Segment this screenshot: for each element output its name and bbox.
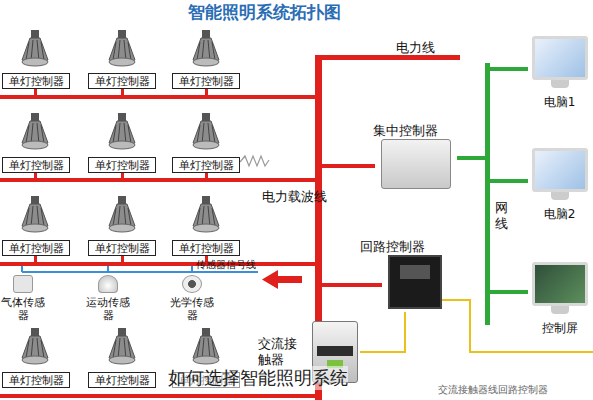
node-label: 单灯控制器 <box>89 373 155 387</box>
monitor-stand <box>551 192 569 200</box>
annotation-label: 电力载波线 <box>262 188 327 206</box>
monitor-stand <box>551 80 569 88</box>
diagram-caption: 如何选择智能照明系统 <box>168 366 348 390</box>
monitor-stand <box>551 306 569 314</box>
lamp-controller-box: 单灯控制器 <box>2 372 70 388</box>
sensor-icon <box>182 275 202 293</box>
node-label: 单灯控制器 <box>89 158 155 172</box>
diagram-title: 智能照明系统拓扑图 <box>188 1 341 24</box>
lamp-controller-box: 单灯控制器 <box>172 157 240 173</box>
node-label: 交流接触器 <box>258 336 302 368</box>
computer-node: 电脑2 <box>528 148 591 230</box>
connector-line <box>457 69 528 158</box>
node-label: 运动传感器 <box>84 296 132 322</box>
node-label: 集中控制器 <box>373 122 457 139</box>
node-label: 电脑1 <box>528 94 591 111</box>
annotation-label: 交流接触器线回路控制器 <box>438 383 548 397</box>
lamp-controller-box: 单灯控制器 <box>172 73 240 89</box>
node-label: 控制屏 <box>528 320 591 337</box>
node-label: 单灯控制器 <box>3 158 69 172</box>
controller-device: 集中控制器 <box>373 122 457 194</box>
node-label: 单灯控制器 <box>173 74 239 88</box>
contactor-stripe <box>317 346 353 356</box>
node-label: 单灯控制器 <box>173 241 239 255</box>
sensor-node: 运动传感器 <box>84 275 132 323</box>
lamp-controller-box: 单灯控制器 <box>2 157 70 173</box>
monitor-body <box>532 36 588 80</box>
computer-node: 电脑1 <box>528 36 591 118</box>
controller-device: 回路控制器 <box>360 238 448 312</box>
control-screen-node: 控制屏 <box>528 262 591 338</box>
lamp-controller-box: 单灯控制器 <box>2 240 70 256</box>
sensor-icon <box>13 275 33 293</box>
device-display <box>400 265 430 279</box>
node-label: 单灯控制器 <box>89 241 155 255</box>
connector-line <box>457 158 528 181</box>
lamp-controller-box: 单灯控制器 <box>88 73 156 89</box>
annotation-label: 网线 <box>495 200 509 232</box>
node-label: 单灯控制器 <box>173 158 239 172</box>
lamp-controller-box: 单灯控制器 <box>172 240 240 256</box>
node-label: 单灯控制器 <box>3 74 69 88</box>
node-label: 单灯控制器 <box>3 373 69 387</box>
monitor-body <box>532 262 588 306</box>
node-label: 光学传感器 <box>168 296 216 322</box>
lamp-controller-box: 单灯控制器 <box>2 73 70 89</box>
device-body <box>388 255 442 309</box>
node-label: 单灯控制器 <box>3 241 69 255</box>
node-label: 回路控制器 <box>360 238 448 255</box>
connector-line <box>457 158 528 292</box>
node-label: 电脑2 <box>528 206 591 223</box>
sensor-node: 光学传感器 <box>168 275 216 323</box>
annotation-label: 电力线 <box>396 39 435 57</box>
lamp-controller-box: 单灯控制器 <box>88 157 156 173</box>
sensor-node: 气体传感器 <box>0 275 46 323</box>
annotation-label: 传感器信号线 <box>196 258 256 272</box>
device-body <box>381 139 451 189</box>
lamp-controller-box: 单灯控制器 <box>88 240 156 256</box>
monitor-body <box>532 148 588 192</box>
node-label: 气体传感器 <box>0 296 46 322</box>
lamp-controller-box: 单灯控制器 <box>88 372 156 388</box>
node-label: 单灯控制器 <box>89 74 155 88</box>
connector-line <box>360 312 405 352</box>
sensor-icon <box>98 275 118 293</box>
